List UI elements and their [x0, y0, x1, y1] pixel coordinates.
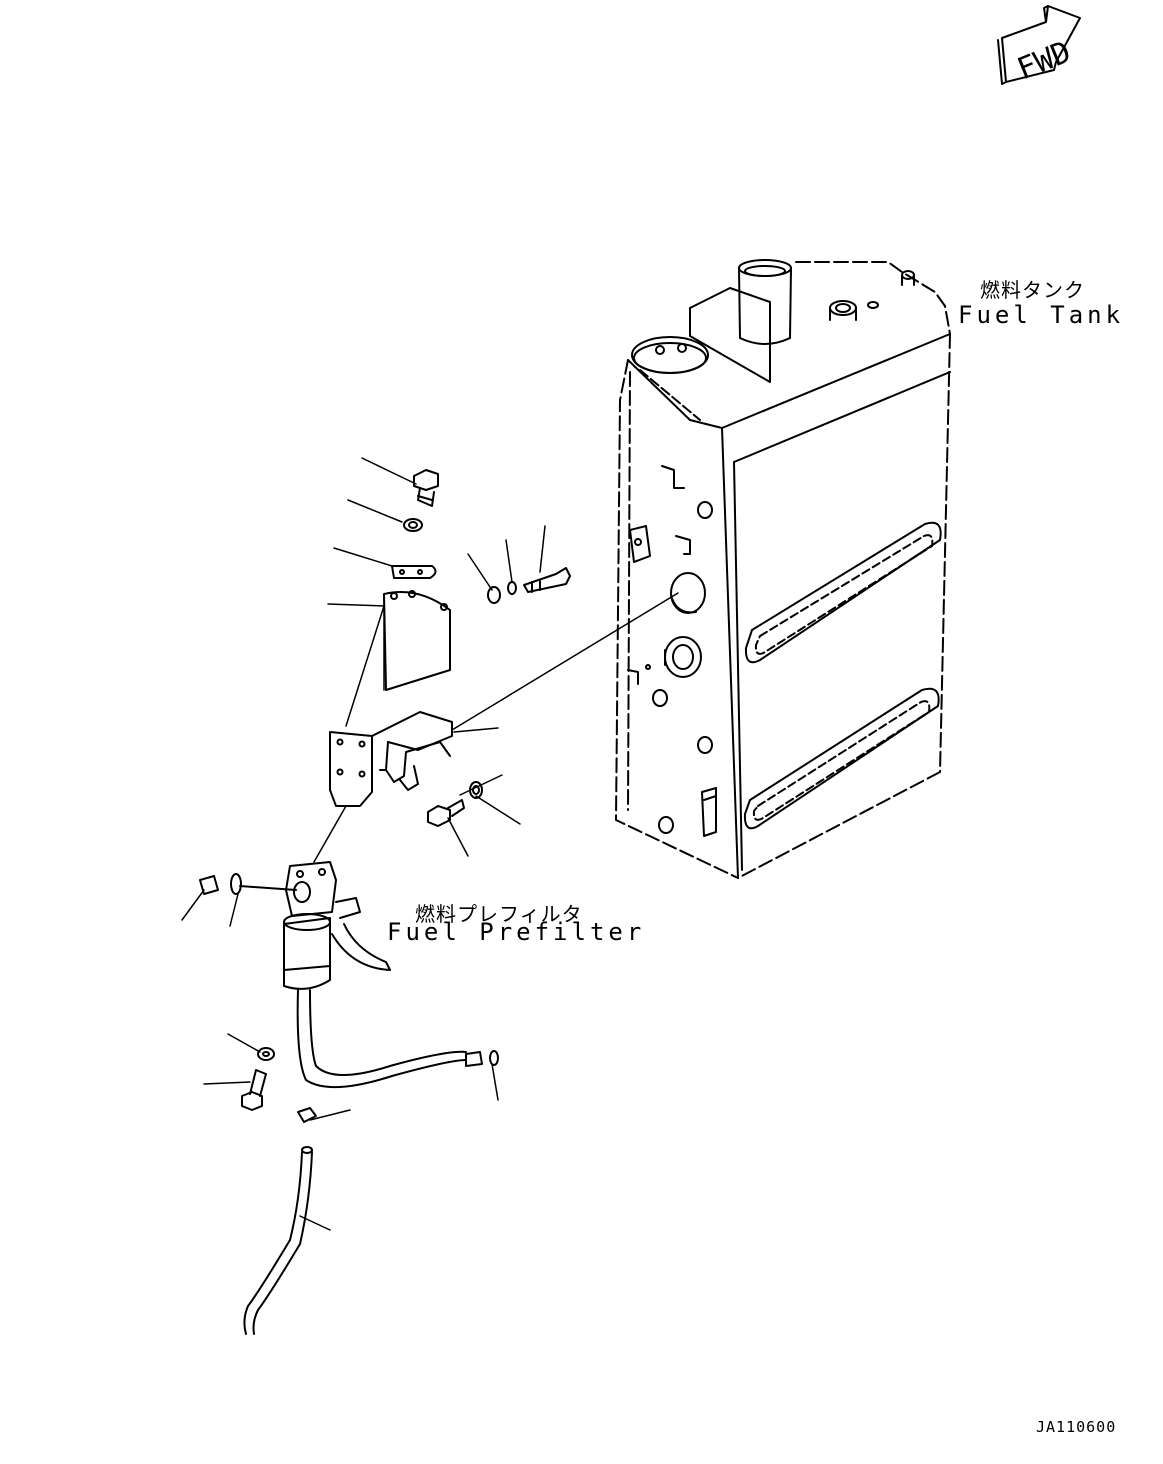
fuel-prefilter [199, 861, 499, 1335]
fuel-tank [615, 259, 951, 879]
assembly-lines [313, 592, 679, 863]
fuel-tank-label-en: Fuel Tank [958, 301, 1125, 329]
mounting-parts [329, 469, 571, 827]
fuel-prefilter-label-en: Fuel Prefilter [387, 918, 646, 946]
fuel-tank-label-jp: 燃料タンク [980, 278, 1085, 302]
fwd-arrow-icon: FWD [997, 5, 1081, 87]
leader-lines [181, 457, 546, 1231]
drawing-code: JA110600 [1036, 1418, 1117, 1436]
fuel-prefilter-label-jp: 燃料プレフィルタ [415, 902, 583, 926]
